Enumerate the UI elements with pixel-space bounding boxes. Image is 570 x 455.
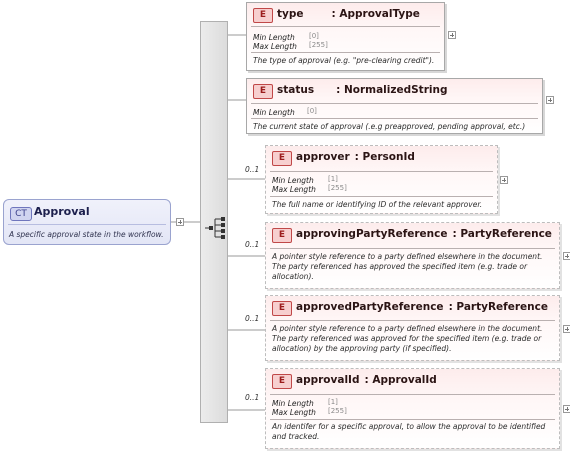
divider bbox=[270, 320, 555, 321]
facet-value: [255] bbox=[309, 41, 328, 49]
facet-label: Min Length bbox=[272, 176, 314, 185]
facet-value: [1] bbox=[328, 175, 338, 183]
divider bbox=[270, 248, 555, 249]
element-doc: A pointer style reference to a party def… bbox=[272, 252, 543, 282]
element-name: status: NormalizedString bbox=[277, 84, 448, 96]
expand-icon[interactable] bbox=[563, 252, 570, 260]
facet-label: Min Length bbox=[253, 108, 295, 117]
element-badge: E bbox=[253, 84, 273, 99]
element-name: type: ApprovalType bbox=[277, 8, 420, 20]
element-doc: A pointer style reference to a party def… bbox=[272, 324, 543, 354]
divider bbox=[251, 52, 440, 53]
element-doc: An identifer for a specific approval, to… bbox=[272, 422, 546, 442]
element-badge: E bbox=[272, 374, 292, 389]
divider bbox=[270, 196, 493, 197]
element-badge: E bbox=[272, 151, 292, 166]
divider bbox=[270, 419, 555, 420]
element-badge: E bbox=[253, 8, 273, 23]
expand-icon[interactable] bbox=[563, 325, 570, 333]
occurrence-label: 0..1 bbox=[245, 240, 260, 249]
facet-label: Min Length bbox=[253, 33, 295, 42]
element-status[interactable]: E status: NormalizedString Min Length [0… bbox=[246, 78, 543, 134]
element-name: approvingPartyReference: PartyReference bbox=[296, 228, 552, 240]
collapse-toggle-icon[interactable] bbox=[176, 218, 184, 226]
complex-type-badge: CT bbox=[10, 207, 32, 221]
element-approval-id[interactable]: E approvalId: ApprovalId Min Length [1] … bbox=[265, 368, 560, 449]
facet-label: Max Length bbox=[253, 42, 297, 51]
facet-value: [1] bbox=[328, 398, 338, 406]
facet-label: Max Length bbox=[272, 408, 316, 417]
divider bbox=[251, 118, 538, 119]
element-approver[interactable]: E approver: PersonId Min Length [1] Max … bbox=[265, 145, 498, 214]
element-badge: E bbox=[272, 301, 292, 316]
element-doc: The type of approval (e.g. "pre-clearing… bbox=[253, 56, 435, 65]
facet-value: [255] bbox=[328, 184, 347, 192]
sequence-compositor[interactable] bbox=[200, 21, 228, 423]
divider bbox=[8, 224, 166, 225]
expand-icon[interactable] bbox=[546, 96, 554, 104]
facet-value: [255] bbox=[328, 407, 347, 415]
divider bbox=[251, 26, 440, 27]
divider bbox=[270, 394, 555, 395]
occurrence-label: 0..1 bbox=[245, 165, 260, 174]
element-approved-party-reference[interactable]: E approvedPartyReference: PartyReference… bbox=[265, 295, 560, 361]
element-type[interactable]: E type: ApprovalType Min Length [0] Max … bbox=[246, 2, 445, 71]
element-badge: E bbox=[272, 228, 292, 243]
element-doc: The full name or identifying ID of the r… bbox=[272, 200, 483, 209]
element-name: approvedPartyReference: PartyReference bbox=[296, 301, 548, 313]
element-name: approvalId: ApprovalId bbox=[296, 374, 437, 386]
expand-icon[interactable] bbox=[563, 405, 570, 413]
complex-type-approval[interactable]: CT Approval A specific approval state in… bbox=[3, 199, 171, 245]
occurrence-label: 0..1 bbox=[245, 314, 260, 323]
expand-icon[interactable] bbox=[500, 176, 508, 184]
sequence-icon bbox=[205, 217, 225, 239]
complex-type-name: Approval bbox=[34, 205, 90, 218]
facet-label: Max Length bbox=[272, 185, 316, 194]
element-approving-party-reference[interactable]: E approvingPartyReference: PartyReferenc… bbox=[265, 222, 560, 289]
element-doc: The current state of approval (.e.g prea… bbox=[253, 122, 526, 131]
divider bbox=[270, 171, 493, 172]
occurrence-label: 0..1 bbox=[245, 393, 260, 402]
facet-value: [0] bbox=[307, 107, 317, 115]
facet-value: [0] bbox=[309, 32, 319, 40]
element-name: approver: PersonId bbox=[296, 151, 415, 163]
complex-type-doc: A specific approval state in the workflo… bbox=[9, 230, 164, 239]
facet-label: Min Length bbox=[272, 399, 314, 408]
expand-icon[interactable] bbox=[448, 31, 456, 39]
divider bbox=[251, 103, 538, 104]
